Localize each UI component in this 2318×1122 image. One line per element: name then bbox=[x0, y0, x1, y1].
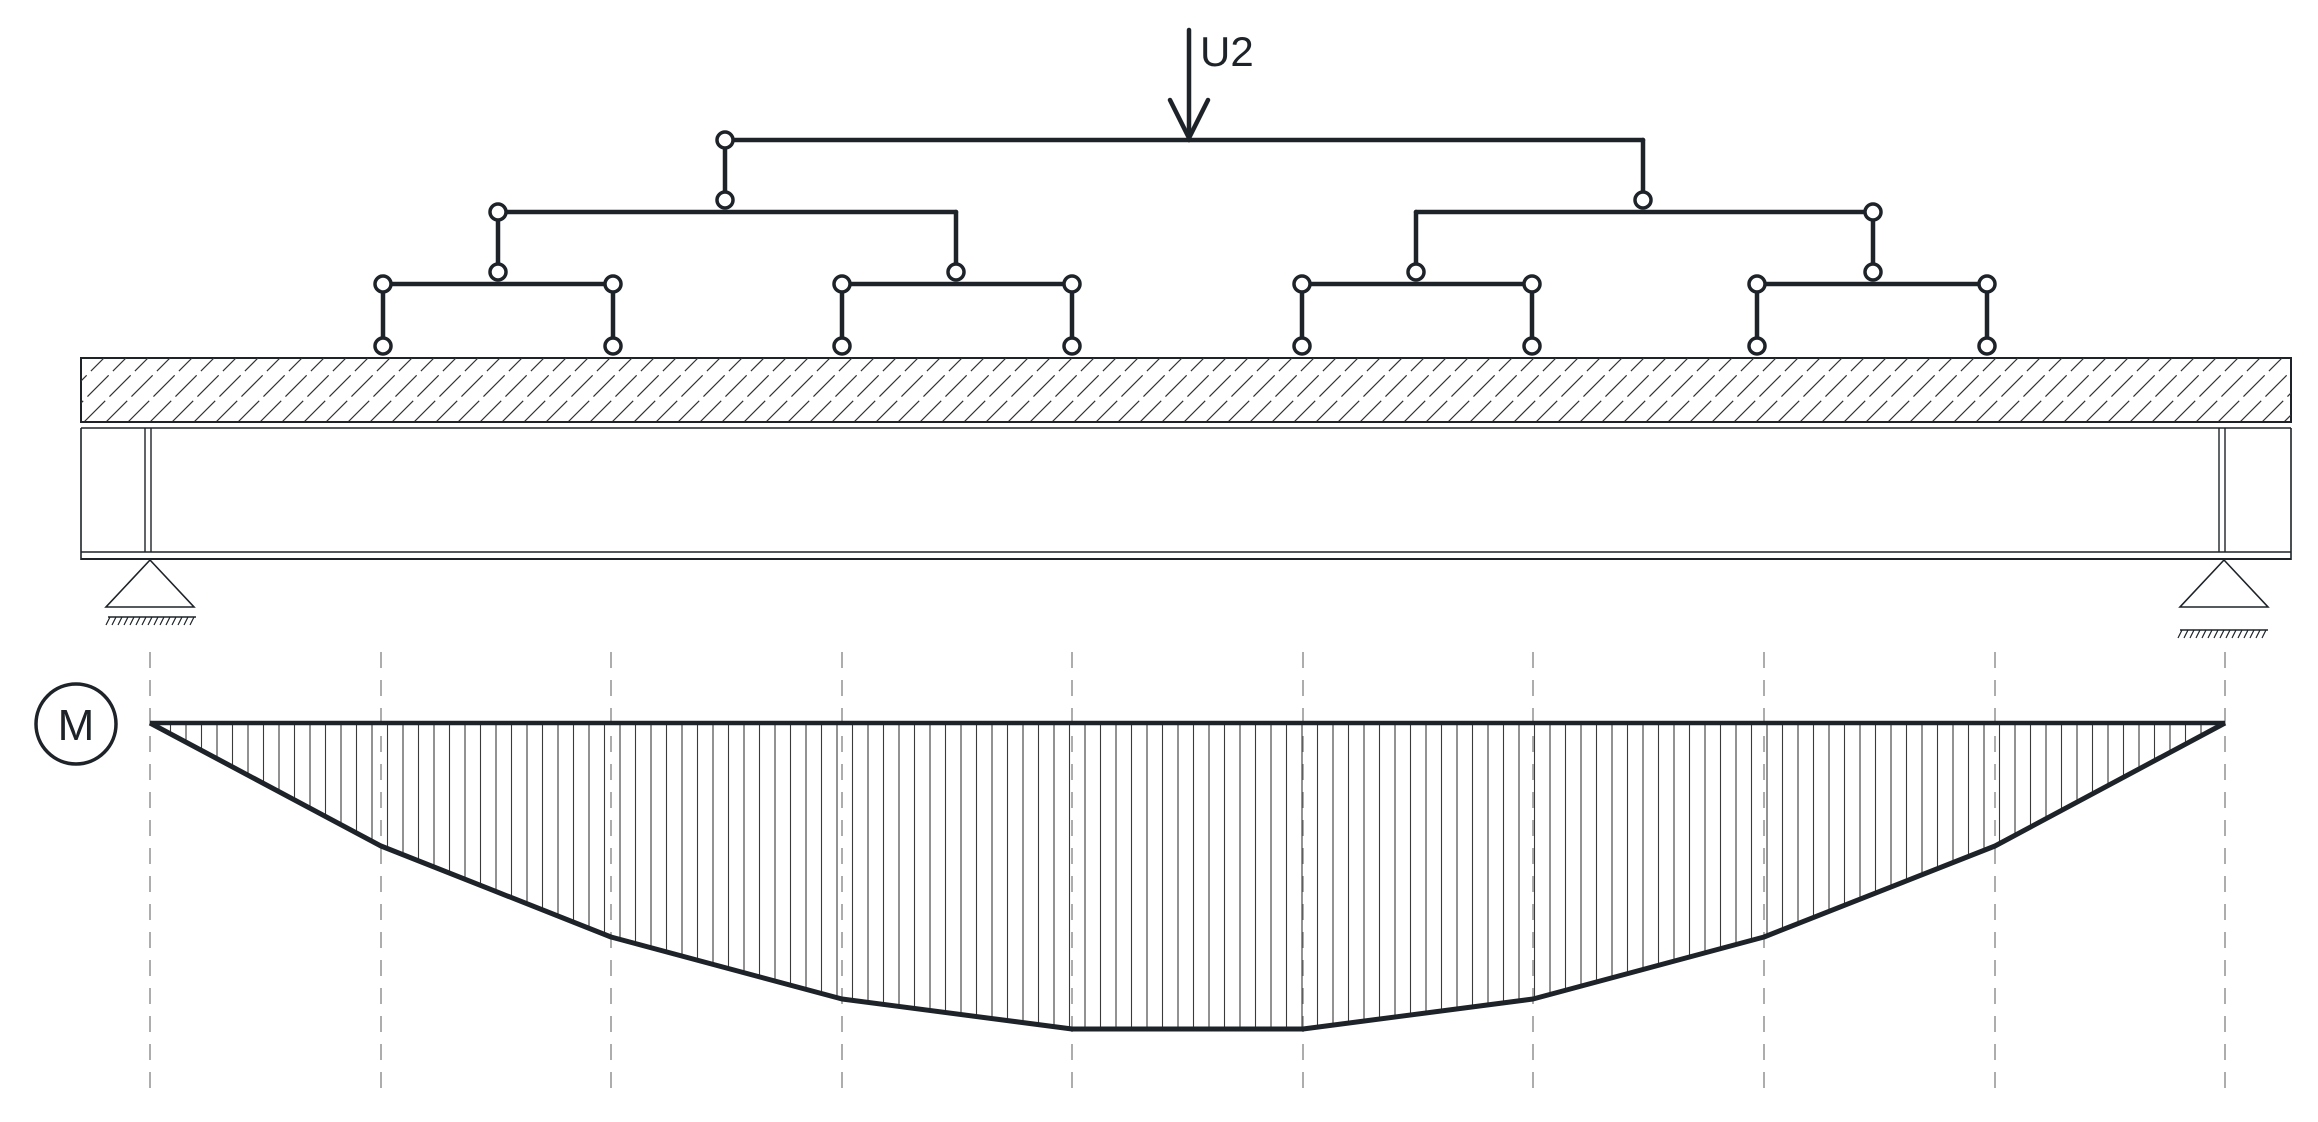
moment-diagram bbox=[148, 720, 2227, 1032]
moment-label: M bbox=[58, 701, 95, 750]
moment-label-badge: M bbox=[34, 682, 118, 766]
right-support bbox=[2177, 558, 2270, 639]
reference-lines bbox=[149, 652, 2226, 1092]
concrete-slab bbox=[80, 357, 2292, 423]
load-label: U2 bbox=[1200, 28, 1254, 75]
hinge-joints bbox=[373, 130, 1997, 356]
load-distribution-tree bbox=[380, 137, 1990, 349]
applied-load-arrow bbox=[1167, 27, 1211, 144]
steel-beam bbox=[80, 421, 2292, 560]
left-support bbox=[104, 558, 196, 626]
